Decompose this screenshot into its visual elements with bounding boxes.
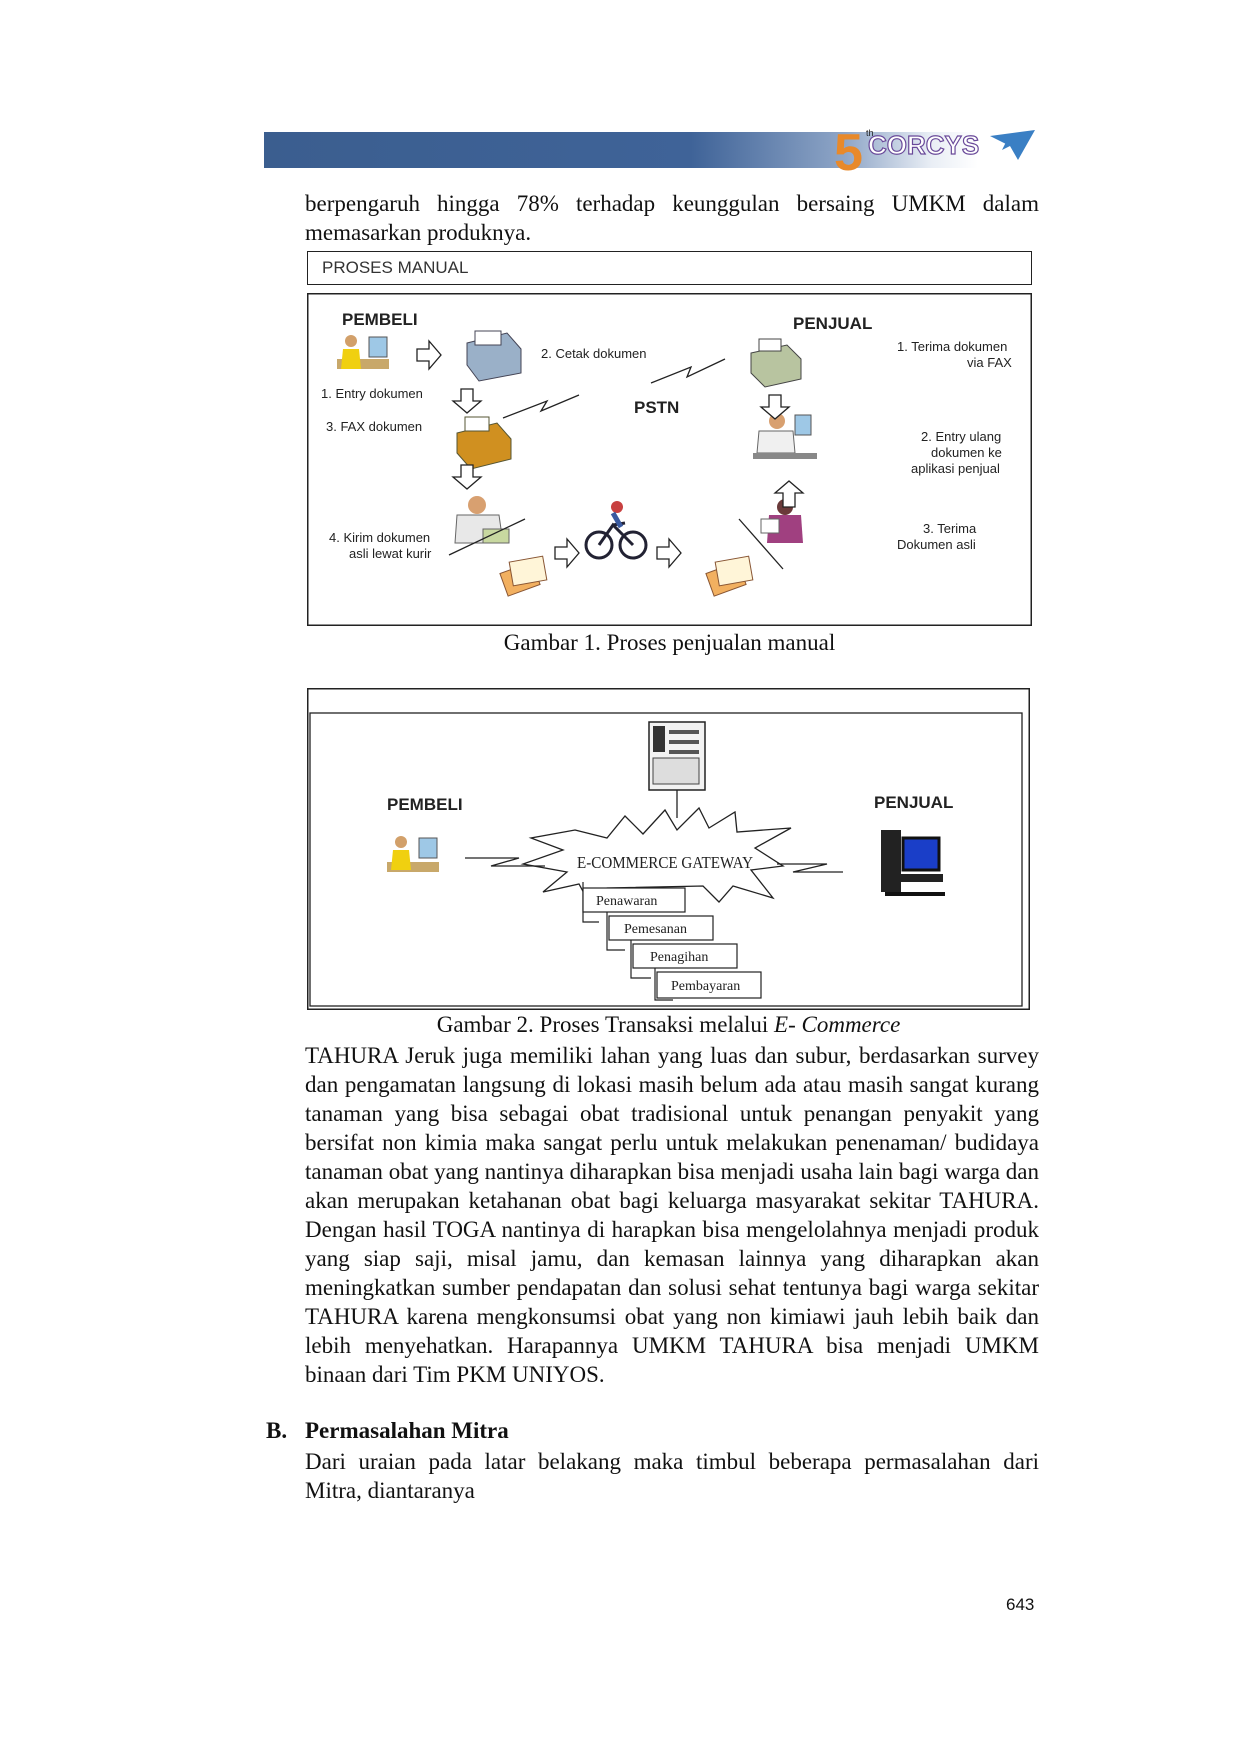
receiver-person-icon: [760, 499, 803, 543]
computer-icon: [881, 830, 945, 896]
figure1-header: PROSES MANUAL: [307, 251, 1032, 285]
printer-icon: [466, 330, 522, 382]
clerk-icon: [454, 496, 510, 544]
fig1-seller-step2-a: 2. Entry ulang: [921, 429, 1001, 444]
buyer-person-icon: [337, 335, 389, 369]
fig1-pstn-label: PSTN: [634, 398, 679, 417]
fig1-step-entry: 1. Entry dokumen: [321, 386, 423, 401]
arrow-down-icon: [759, 394, 791, 420]
figure1-caption: Gambar 1. Proses penjualan manual: [503, 630, 836, 655]
figure2-ecommerce-process: E-COMMERCE GATEWAY PEMBELI PENJUAL Penaw…: [307, 688, 1030, 1010]
fig1-step-kirim-2: asli lewat kurir: [349, 546, 432, 561]
envelope-icon: [705, 555, 754, 597]
document-stack: [582, 882, 762, 1001]
section-title: Permasalahan Mitra: [305, 1418, 509, 1443]
gateway-label: E-COMMERCE GATEWAY: [577, 853, 753, 872]
fig1-step-kirim-1: 4. Kirim dokumen: [329, 530, 430, 545]
figure2-caption: Gambar 2. Proses Transaksi melalui E- Co…: [436, 1012, 901, 1037]
fig1-seller-step2-b: dokumen ke: [931, 445, 1002, 460]
fig1-pembeli-label: PEMBELI: [342, 310, 418, 329]
arrow-up-icon: [773, 480, 805, 508]
fig2-pembeli-label: PEMBELI: [387, 795, 463, 814]
logo-text: CORCYS: [868, 130, 979, 160]
fig1-seller-step1-b: via FAX: [967, 355, 1012, 370]
arrow-right-icon: [416, 339, 442, 371]
header-banner: [264, 132, 1040, 168]
bicycle-courier-icon: [584, 501, 648, 560]
section-heading: B. Permasalahan Mitra: [266, 1418, 509, 1444]
fax-machine-icon: [750, 338, 802, 388]
fig1-seller-step3-a: 3. Terima: [923, 521, 977, 536]
logo-sup: th: [866, 128, 874, 138]
fig2-penjual-label: PENJUAL: [874, 793, 953, 812]
fig1-seller-step2-c: aplikasi penjual: [911, 461, 1000, 476]
doc-label: Penawaran: [596, 894, 657, 909]
doc-label: Pembayaran: [671, 979, 740, 994]
logo-number: 5: [834, 124, 863, 174]
doc-label: Penagihan: [650, 950, 708, 965]
conference-logo: 5 th CORCYS: [834, 124, 1035, 174]
fig1-penjual-label: PENJUAL: [793, 314, 872, 333]
fig1-step-cetak: 2. Cetak dokumen: [541, 346, 647, 361]
section-number: B.: [266, 1418, 288, 1443]
fig1-seller-step3-b: Dokumen asli: [897, 537, 976, 552]
arrow-right-icon: [656, 537, 682, 569]
server-icon: [648, 721, 706, 791]
arrow-down-icon: [451, 388, 483, 414]
fig1-step-fax: 3. FAX dokumen: [326, 419, 422, 434]
gateway-starburst: [520, 806, 792, 908]
page-number: 643: [1006, 1595, 1035, 1614]
fax-machine-icon: [456, 416, 512, 470]
arrow-right-icon: [554, 537, 580, 569]
fig1-seller-step1-a: 1. Terima dokumen: [897, 339, 1007, 354]
doc-label: Pemesanan: [624, 922, 687, 937]
seller-person-icon: [753, 413, 817, 459]
arrow-down-icon: [451, 464, 483, 490]
intro-paragraph: berpengaruh hingga 78% terhadap keunggul…: [305, 191, 1039, 245]
figure1-manual-process: PEMBELI PENJUAL PSTN 1. Entry dokumen 2.…: [307, 293, 1032, 626]
paper-plane-icon: [990, 130, 1035, 160]
section-paragraph: Dari uraian pada latar belakang maka tim…: [305, 1449, 1039, 1503]
envelope-icon: [499, 555, 548, 597]
body-paragraph: TAHURA Jeruk juga memiliki lahan yang lu…: [305, 1043, 1039, 1387]
buyer-person-icon: [387, 836, 439, 872]
